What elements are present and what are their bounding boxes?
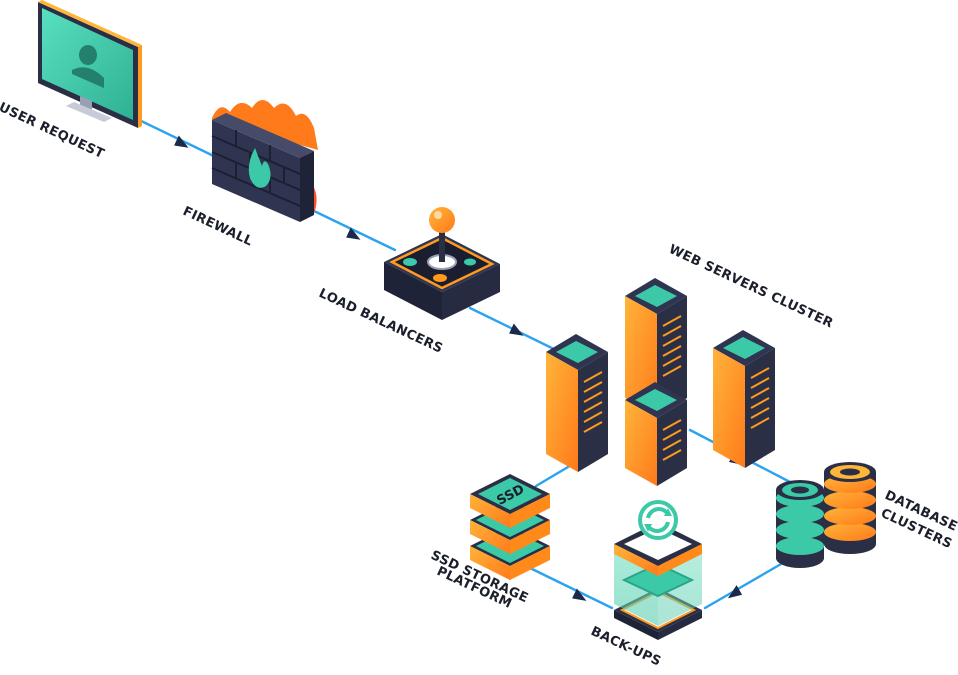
arrow-head	[346, 227, 361, 240]
flow-line-firewall-to-loadbalancer	[310, 208, 397, 252]
arrow-head	[572, 588, 587, 601]
label-web-servers-cluster: WEB SERVERS CLUSTER	[666, 242, 835, 331]
arrow-head	[174, 135, 189, 148]
flow-line-database-to-backups	[703, 558, 790, 610]
user-icon	[72, 45, 104, 88]
sync-icon	[638, 500, 678, 540]
database-icon	[776, 480, 824, 568]
database-icon	[824, 462, 876, 554]
backup-icon	[614, 500, 702, 640]
arrow-head	[727, 585, 743, 599]
flow-line-ssd-to-backups	[528, 566, 614, 610]
firewall-icon	[211, 100, 318, 222]
server-icon	[713, 330, 775, 468]
server-icon	[546, 334, 608, 472]
joystick-icon	[384, 207, 500, 320]
flame-icon	[248, 148, 271, 188]
label-firewall: FIREWALL	[180, 204, 255, 249]
server-icon	[625, 382, 687, 486]
ssd-icon: SSD	[470, 474, 550, 580]
monitor-icon	[38, 0, 142, 128]
arrow-head	[509, 323, 524, 336]
